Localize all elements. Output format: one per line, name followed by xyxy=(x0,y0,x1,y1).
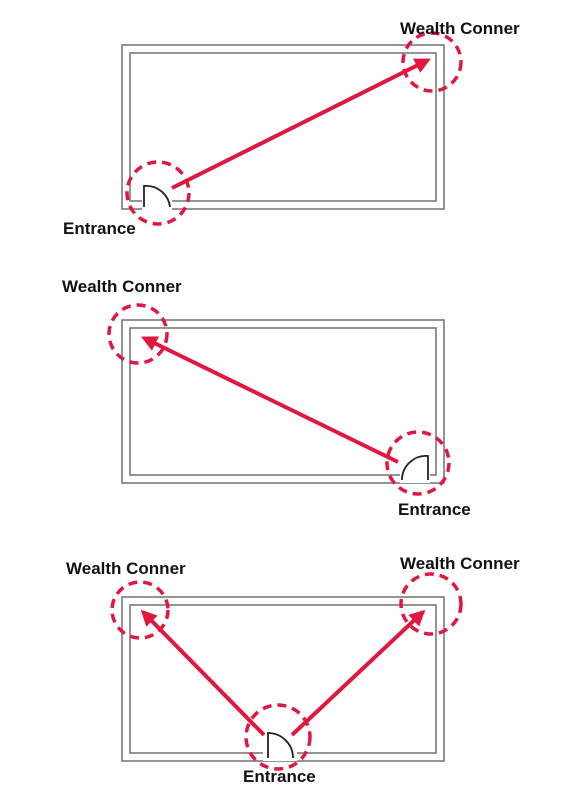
entrance-label-1: Entrance xyxy=(63,219,136,238)
diagram-3: Wealth Conner Wealth Conner Entrance xyxy=(66,554,520,786)
wealth-corner-label-2: Wealth Conner xyxy=(62,277,182,296)
door-2 xyxy=(400,455,430,483)
arrow-entrance-to-wealth-2 xyxy=(141,336,399,464)
diagram-2: Wealth Conner Entrance xyxy=(62,277,471,519)
entrance-label-2: Entrance xyxy=(398,500,471,519)
door-3 xyxy=(263,732,297,761)
arrow-entrance-to-wealth-right xyxy=(290,609,426,737)
wealth-corner-label-3-left: Wealth Conner xyxy=(66,559,186,578)
diagram-1: Wealth Conner Entrance xyxy=(63,19,520,238)
entrance-marker-3 xyxy=(244,703,312,771)
entrance-label-3: Entrance xyxy=(243,767,316,786)
wealth-corner-marker-3-left xyxy=(110,580,170,640)
wealth-corner-marker-1 xyxy=(401,31,463,93)
arrow-entrance-to-wealth-1 xyxy=(171,58,431,190)
wealth-corner-label-1: Wealth Conner xyxy=(400,19,520,38)
room-2 xyxy=(121,319,445,484)
arrow-entrance-to-wealth-left xyxy=(140,609,266,737)
door-1 xyxy=(142,185,172,210)
wealth-corner-label-3-right: Wealth Conner xyxy=(400,554,520,573)
wealth-corner-marker-2 xyxy=(107,303,169,365)
entrance-marker-1 xyxy=(125,160,191,226)
room-1 xyxy=(121,44,445,210)
room-3 xyxy=(121,596,445,762)
entrance-marker-2 xyxy=(385,430,451,496)
wealth-corner-marker-3-right xyxy=(399,572,463,636)
